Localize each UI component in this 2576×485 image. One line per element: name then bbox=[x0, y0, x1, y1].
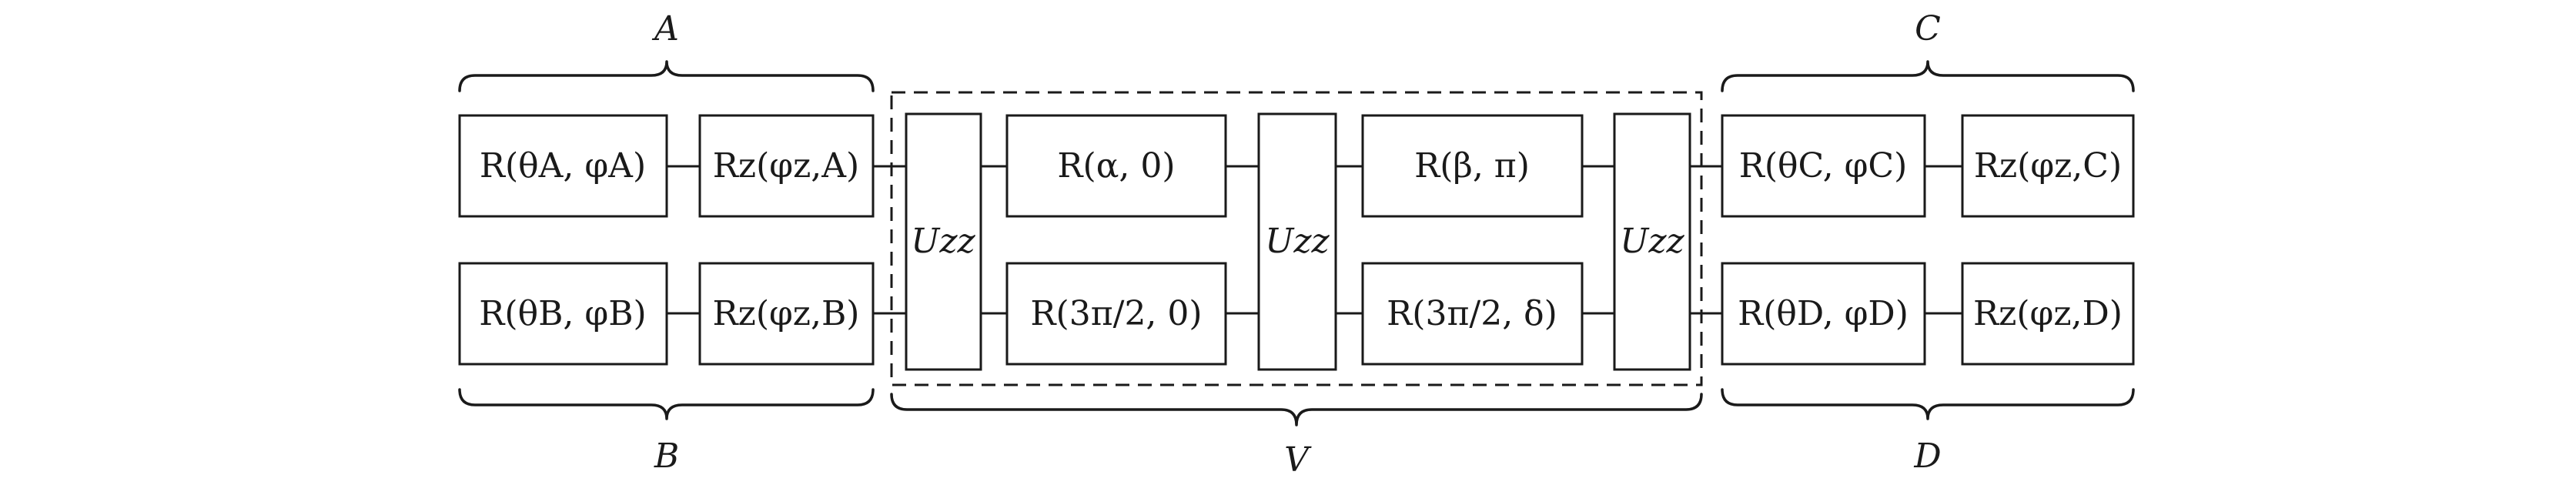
gate-r-alpha-label: R(α, 0) bbox=[1057, 146, 1175, 186]
gate-r-3pi2-delta: R(3π/2, δ) bbox=[1361, 262, 1584, 366]
group-label-c: C bbox=[1915, 9, 1941, 48]
group-label-a: A bbox=[651, 9, 679, 48]
gate-r-beta-label: R(β, π) bbox=[1414, 146, 1530, 186]
gate-r-d-label: R(θD, φD) bbox=[1738, 294, 1909, 333]
gate-r-3pi2-0: R(3π/2, 0) bbox=[1005, 262, 1227, 366]
group-label-d: D bbox=[1913, 436, 1941, 476]
gate-uzz-3-label: Uzz bbox=[1620, 222, 1684, 261]
brace-b bbox=[458, 388, 875, 420]
gate-uzz-1: Uzz bbox=[905, 112, 982, 371]
gate-r-c-label: R(θC, φC) bbox=[1739, 146, 1908, 186]
gate-r-d: R(θD, φD) bbox=[1721, 262, 1926, 366]
gate-uzz-2-label: Uzz bbox=[1265, 222, 1330, 261]
gate-r-3pi2-0-label: R(3π/2, 0) bbox=[1030, 294, 1202, 333]
gate-rz-d-label: Rz(φz,D) bbox=[1973, 294, 2123, 333]
gate-r-beta: R(β, π) bbox=[1361, 114, 1584, 218]
gate-uzz-3: Uzz bbox=[1613, 112, 1691, 371]
gate-rz-d: Rz(φz,D) bbox=[1961, 262, 2135, 366]
gate-r-a-label: R(θA, φA) bbox=[480, 146, 646, 186]
gate-uzz-2: Uzz bbox=[1257, 112, 1337, 371]
gate-rz-b-label: Rz(φz,B) bbox=[713, 294, 860, 333]
brace-a bbox=[458, 60, 875, 92]
gate-uzz-1-label: Uzz bbox=[911, 222, 975, 261]
gate-rz-c-label: Rz(φz,C) bbox=[1974, 146, 2122, 186]
gate-r-b-label: R(θB, φB) bbox=[479, 294, 646, 333]
group-label-b: B bbox=[654, 436, 679, 476]
group-label-v: V bbox=[1284, 440, 1312, 480]
brace-c bbox=[1721, 60, 2135, 92]
v-block-dashed-frame bbox=[890, 91, 1703, 386]
gate-rz-a: Rz(φz,A) bbox=[698, 114, 875, 218]
gate-r-b: R(θB, φB) bbox=[458, 262, 668, 366]
gate-r-alpha: R(α, 0) bbox=[1005, 114, 1227, 218]
gate-rz-b: Rz(φz,B) bbox=[698, 262, 875, 366]
wires bbox=[667, 165, 1962, 315]
gate-r-c: R(θC, φC) bbox=[1721, 114, 1926, 218]
brace-v bbox=[890, 393, 1703, 426]
gate-r-a: R(θA, φA) bbox=[458, 114, 668, 218]
brace-d bbox=[1721, 388, 2135, 420]
gate-r-3pi2-delta-label: R(3π/2, δ) bbox=[1387, 294, 1557, 333]
gate-rz-a-label: Rz(φz,A) bbox=[713, 146, 859, 186]
gate-rz-c: Rz(φz,C) bbox=[1961, 114, 2135, 218]
